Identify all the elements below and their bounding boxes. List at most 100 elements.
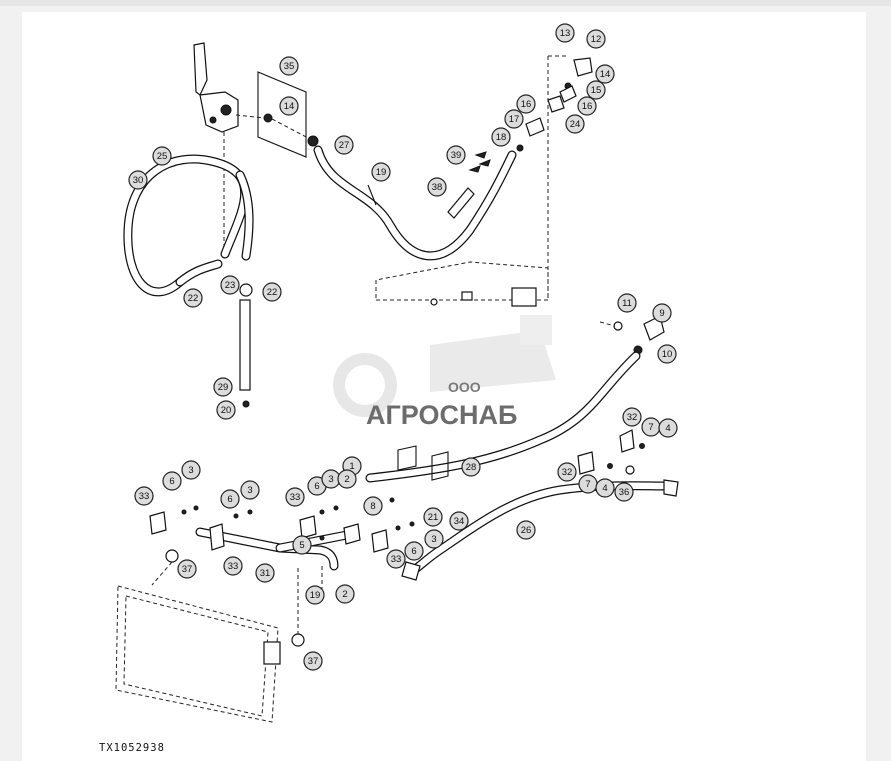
fitting-26 <box>663 479 679 497</box>
callout-label: 4 <box>602 483 607 494</box>
control-valve <box>193 42 239 133</box>
callout-label: 11 <box>622 298 632 309</box>
callout-label: 12 <box>591 34 602 45</box>
callout-5: 5 <box>292 535 312 555</box>
callout-label: 2 <box>344 474 349 485</box>
callout-22: 22 <box>262 282 282 302</box>
callout-33: 33 <box>285 487 305 507</box>
callout-12: 12 <box>586 29 606 49</box>
callout-32: 32 <box>557 462 577 482</box>
callout-label: 23 <box>225 280 236 291</box>
callout-label: 9 <box>659 308 664 319</box>
callout-14: 14 <box>595 64 615 84</box>
callout-label: 33 <box>391 554 402 565</box>
callout-label: 3 <box>247 485 252 496</box>
callout-label: 4 <box>665 423 670 434</box>
callout-label: 24 <box>570 119 581 130</box>
callout-label: 33 <box>228 561 239 572</box>
callout-label: 28 <box>466 462 477 473</box>
callout-3: 3 <box>240 480 260 500</box>
callout-35: 35 <box>279 56 299 76</box>
callout-20: 20 <box>216 400 236 420</box>
callout-label: 33 <box>139 491 150 502</box>
callout-28: 28 <box>461 457 481 477</box>
callout-label: 32 <box>627 412 638 423</box>
callout-26: 26 <box>516 520 536 540</box>
callout-7: 7 <box>578 474 598 494</box>
fitting-27 <box>307 135 319 147</box>
callout-label: 13 <box>560 28 571 39</box>
callout-label: 14 <box>600 69 611 80</box>
callout-29: 29 <box>213 377 233 397</box>
callout-6: 6 <box>162 471 182 491</box>
callout-2: 2 <box>337 469 357 489</box>
fitting-chain <box>516 57 593 152</box>
callout-36: 36 <box>614 482 634 502</box>
callout-label: 35 <box>284 61 295 72</box>
fitting-26b <box>401 561 421 581</box>
callout-label: 3 <box>188 465 193 476</box>
fitting-22 <box>239 283 253 297</box>
callout-3: 3 <box>321 469 341 489</box>
watermark-name: АГРОСНАБ <box>366 400 517 430</box>
callout-3: 3 <box>181 460 201 480</box>
callout-2: 2 <box>335 584 355 604</box>
oring-37 <box>165 549 179 563</box>
callout-label: 1 <box>349 461 354 472</box>
fittings-39 <box>468 151 491 173</box>
bracket-32 <box>577 429 645 475</box>
callout-layer: 3514271938391312141516241617182530222322… <box>128 23 678 671</box>
callout-label: 19 <box>310 590 321 601</box>
hose-28 <box>365 351 641 483</box>
hose-22 <box>175 170 254 287</box>
callout-label: 5 <box>299 540 304 551</box>
callout-label: 22 <box>267 287 278 298</box>
hose-27 <box>313 145 517 261</box>
callout-label: 20 <box>221 405 232 416</box>
leader-line <box>271 118 313 141</box>
callout-33: 33 <box>223 556 243 576</box>
callout-label: 30 <box>133 175 144 186</box>
callout-30: 30 <box>128 170 148 190</box>
callout-21: 21 <box>423 507 443 527</box>
plate-35 <box>257 71 307 158</box>
tag-38 <box>447 187 475 219</box>
callout-10: 10 <box>657 344 677 364</box>
callout-22: 22 <box>183 288 203 308</box>
callout-17: 17 <box>504 109 524 129</box>
callout-27: 27 <box>334 135 354 155</box>
diagram-sheet <box>22 12 866 761</box>
callout-label: 29 <box>218 382 229 393</box>
callout-label: 7 <box>585 479 590 490</box>
oil-cooler <box>115 585 281 723</box>
callout-23: 23 <box>220 275 240 295</box>
leader-line <box>151 561 173 586</box>
callout-label: 31 <box>260 568 271 579</box>
callout-label: 2 <box>342 589 347 600</box>
callout-33: 33 <box>134 486 154 506</box>
callout-label: 37 <box>308 656 319 667</box>
callout-4: 4 <box>595 478 615 498</box>
callout-38: 38 <box>427 177 447 197</box>
callout-34: 34 <box>449 511 469 531</box>
callout-label: 3 <box>431 534 436 545</box>
clamp-19 <box>367 184 377 206</box>
callout-19: 19 <box>371 162 391 182</box>
mount-frame <box>375 261 549 307</box>
callout-label: 33 <box>290 492 301 503</box>
figure-id: TX1052938 <box>99 742 165 754</box>
callout-label: 6 <box>169 476 174 487</box>
callout-label: 34 <box>454 516 465 527</box>
callout-label: 32 <box>562 467 573 478</box>
tube-29 <box>239 299 251 391</box>
oring-37b <box>291 633 305 647</box>
callout-label: 21 <box>428 512 439 523</box>
watermark <box>333 315 556 417</box>
callout-3: 3 <box>424 529 444 549</box>
callout-8: 8 <box>363 496 383 516</box>
callout-25: 25 <box>152 146 172 166</box>
callout-label: 39 <box>451 150 462 161</box>
callout-11: 11 <box>617 293 637 313</box>
callout-37: 37 <box>303 651 323 671</box>
callout-4: 4 <box>658 418 678 438</box>
